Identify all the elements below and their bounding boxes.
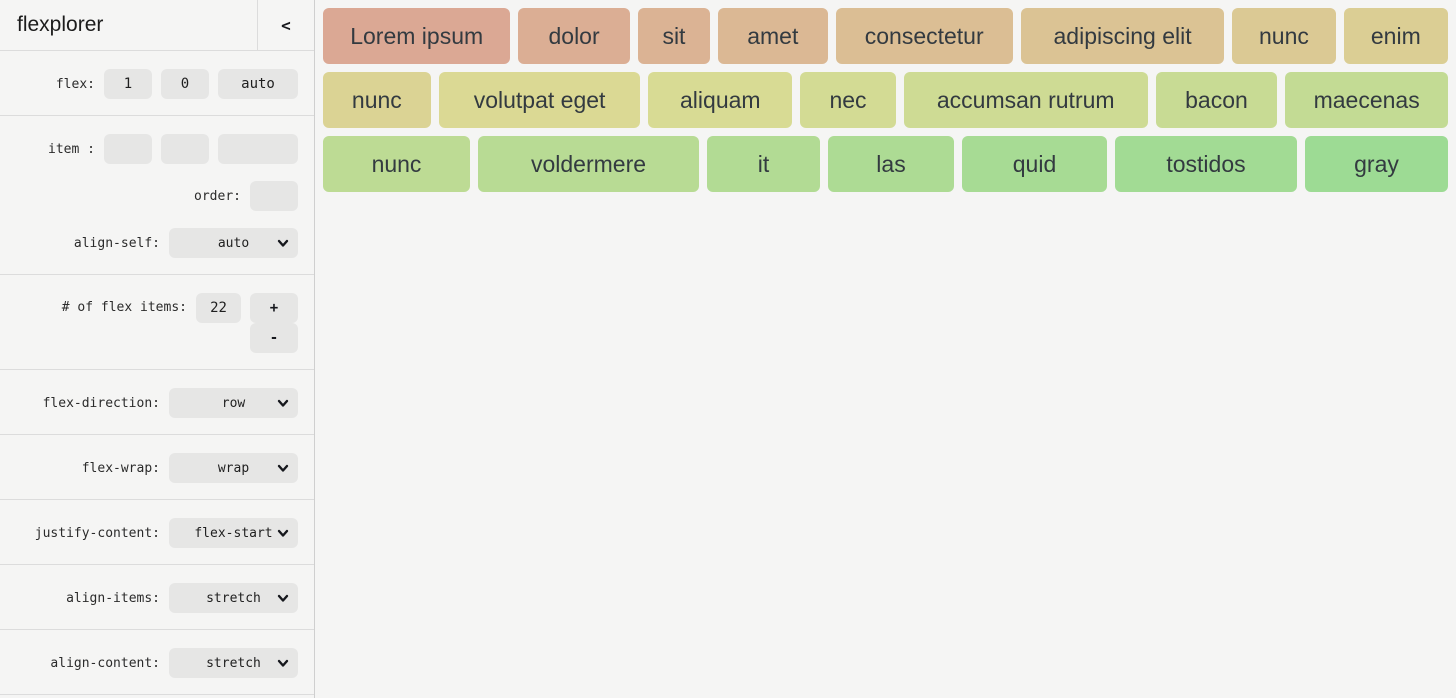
sidebar-collapse-button[interactable]: <	[257, 0, 314, 50]
flex-direction-label: flex-direction:	[42, 395, 160, 411]
flex-shorthand-section: flex: 1 0 auto	[0, 51, 314, 116]
chevron-left-icon: <	[281, 15, 291, 35]
flex-grow-input[interactable]: 1	[104, 69, 152, 99]
flex-item[interactable]: bacon	[1155, 72, 1278, 128]
flex-item[interactable]: dolor	[518, 8, 630, 64]
flex-wrap-section: flex-wrap: wrap	[0, 435, 314, 500]
flex-wrap-label: flex-wrap:	[81, 460, 160, 476]
chevron-down-icon	[277, 239, 289, 247]
item-count-section: # of flex items: 22 + -	[0, 275, 314, 370]
order-label: order:	[194, 188, 241, 204]
justify-content-value: flex-start	[194, 525, 273, 541]
item-count-label: # of flex items:	[61, 300, 187, 315]
item-shrink-input[interactable]	[161, 134, 209, 164]
justify-content-label: justify-content:	[34, 525, 160, 541]
justify-content-select[interactable]: flex-start	[169, 518, 298, 548]
flex-shrink-input[interactable]: 0	[161, 69, 209, 99]
align-content-select[interactable]: stretch	[169, 648, 298, 678]
flex-item[interactable]: voldermere	[478, 136, 699, 192]
flex-item[interactable]: amet	[718, 8, 828, 64]
item-label: item :	[48, 141, 95, 157]
flex-item[interactable]: quid	[962, 136, 1107, 192]
flex-item[interactable]: sit	[637, 8, 711, 64]
order-input[interactable]	[250, 181, 298, 211]
justify-content-section: justify-content: flex-start	[0, 500, 314, 565]
flex-basis-input[interactable]: auto	[218, 69, 298, 99]
flex-item[interactable]: enim	[1343, 8, 1448, 64]
align-items-section: align-items: stretch	[0, 565, 314, 630]
align-items-label: align-items:	[66, 590, 160, 606]
align-items-value: stretch	[206, 590, 261, 606]
chevron-down-icon	[277, 399, 289, 407]
sidebar: flexplorer < flex: 1 0 auto item : o	[0, 0, 315, 698]
flex-wrap-value: wrap	[217, 460, 250, 476]
flex-item[interactable]: aliquam	[648, 72, 793, 128]
flex-item[interactable]: accumsan rutrum	[903, 72, 1148, 128]
align-self-select[interactable]: auto	[169, 228, 298, 258]
align-items-select[interactable]: stretch	[169, 583, 298, 613]
chevron-down-icon	[277, 594, 289, 602]
flex-item[interactable]: tostidos	[1115, 136, 1297, 192]
chevron-down-icon	[277, 529, 289, 537]
item-count-input[interactable]: 22	[196, 293, 241, 323]
remove-item-button[interactable]: -	[250, 323, 298, 353]
align-content-label: align-content:	[50, 655, 160, 671]
item-section: item : order: align-self: auto	[0, 116, 314, 275]
chevron-down-icon	[277, 464, 289, 472]
flex-item[interactable]: Lorem ipsum	[323, 8, 511, 64]
chevron-down-icon	[277, 659, 289, 667]
flex-item[interactable]: it	[707, 136, 820, 192]
flex-direction-value: row	[221, 395, 246, 411]
item-grow-input[interactable]	[104, 134, 152, 164]
flex-item[interactable]: adipiscing elit	[1020, 8, 1225, 64]
flex-item[interactable]: gray	[1305, 136, 1448, 192]
flex-item[interactable]: nec	[800, 72, 896, 128]
flex-item[interactable]: las	[828, 136, 954, 192]
flex-item[interactable]: nunc	[323, 72, 431, 128]
flex-item[interactable]: consectetur	[835, 8, 1013, 64]
flex-item[interactable]: nunc	[1232, 8, 1336, 64]
app-title: flexplorer	[17, 13, 104, 36]
item-count-stepper: + -	[250, 293, 298, 353]
add-item-button[interactable]: +	[250, 293, 298, 323]
sidebar-header: flexplorer <	[0, 0, 314, 51]
flex-item[interactable]: nunc	[323, 136, 470, 192]
align-self-label: align-self:	[73, 235, 160, 251]
flex-item[interactable]: volutpat eget	[438, 72, 641, 128]
align-content-value: stretch	[206, 655, 261, 671]
flex-direction-select[interactable]: row	[169, 388, 298, 418]
align-content-section: align-content: stretch	[0, 630, 314, 695]
align-self-value: auto	[217, 235, 250, 251]
flex-label: flex:	[55, 76, 95, 92]
flex-direction-section: flex-direction: row	[0, 370, 314, 435]
flex-wrap-select[interactable]: wrap	[169, 453, 298, 483]
item-basis-input[interactable]	[218, 134, 298, 164]
flex-item[interactable]: maecenas	[1285, 72, 1449, 128]
